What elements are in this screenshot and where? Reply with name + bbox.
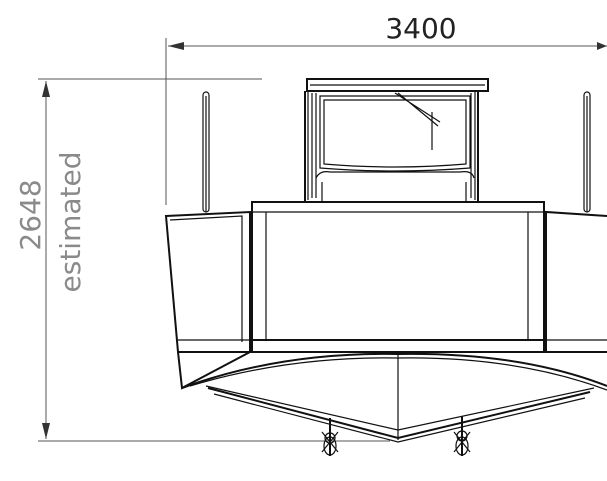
left-mast [202, 91, 210, 213]
windshield-wiper [394, 92, 441, 127]
left-propeller [321, 418, 339, 456]
height-estimated-note: estimated [54, 152, 87, 293]
height-dimension: 2648 estimated [14, 78, 390, 442]
width-arrowhead-left [168, 42, 184, 50]
wheelhouse [304, 78, 489, 203]
deckhouse-front [251, 201, 545, 353]
width-dimension-label: 3400 [385, 12, 456, 45]
hull-bottom [181, 352, 607, 443]
right-mast [583, 91, 591, 213]
right-pontoon [545, 210, 607, 353]
height-dimension-label: 2648 [14, 179, 47, 250]
width-dimension: 3400 [165, 12, 607, 205]
wheelhouse-body [304, 91, 479, 203]
height-arrowhead-bottom [42, 423, 50, 439]
width-arrowhead-right [597, 42, 607, 50]
right-propeller [453, 416, 471, 456]
left-pontoon [164, 210, 252, 390]
hull-keel-v [207, 387, 591, 440]
wheelhouse-roof [306, 78, 489, 92]
windshield [319, 95, 471, 172]
deckhouse [251, 201, 545, 353]
height-arrowhead-top [42, 81, 50, 97]
